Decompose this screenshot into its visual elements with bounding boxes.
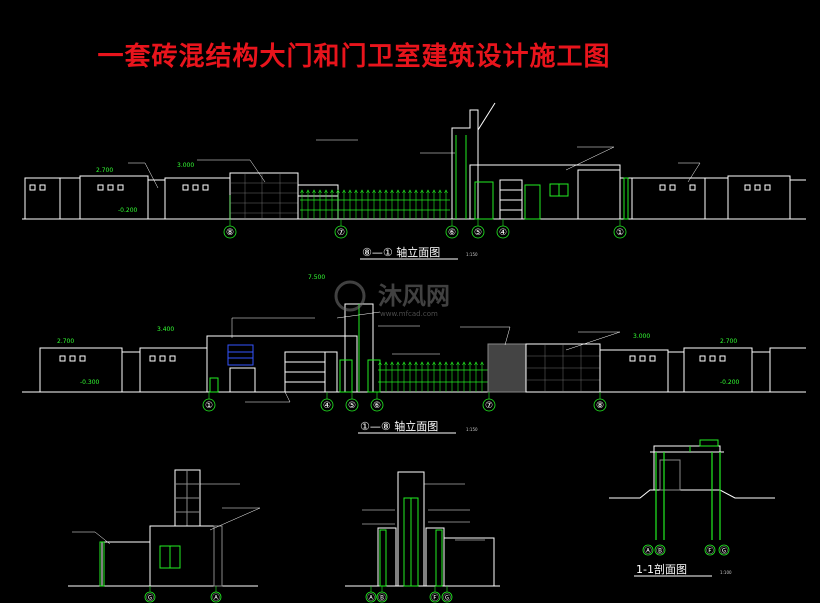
elev1-axis-label-0: ⑧ [226,228,234,238]
mid-axis-label-0: Ⓐ [367,593,375,602]
watermark: 沐风网 www.mfcad.com [334,280,450,318]
elev1-level-2: 3.000 [177,162,194,169]
elev2-axis-label-3: ⑥ [373,401,381,411]
watermark-name: 沐风网 [378,282,450,310]
left-side-elevation [68,469,261,592]
mid-axis-label-3: Ⓖ [443,593,451,602]
elev1-scale: 1:150 [466,252,478,257]
elev2-axis-circle-5 [593,398,607,412]
elev2-caption: ①—⑧ 轴立面图 [360,419,438,433]
left-axis-label-1: Ⓐ [212,593,220,602]
elev2-level-1: 7.500 [308,274,325,281]
elev1-axis-label-5: ① [616,228,624,238]
mid-axis-circle-3 [441,591,453,603]
mid-axis-label-1: Ⓑ [378,593,386,602]
elev2-axis-label-5: ⑧ [596,401,604,411]
elev1-axis-circle-3 [471,225,485,239]
elev1-axis-circle-0 [223,225,237,239]
elev1-axis-label-4: ④ [499,228,507,238]
elev1-axis-label-2: ⑥ [448,228,456,238]
elev1-level-1: 2.700 [96,167,113,174]
mid-axis-circle-1 [376,591,388,603]
mid-axis-circle-2 [429,591,441,603]
drawing-title-text: 一套砖混结构大门和门卫室建筑设计施工图 [97,42,611,72]
section-axis-bubbles: Ⓐ Ⓑ Ⓕ Ⓖ [642,544,730,556]
elev2-level-4: 3.000 [633,333,650,340]
elev1-axis-circle-4 [496,225,510,239]
elev1-axis-label-1: ⑦ [337,228,345,238]
drawing-title: 一套砖混结构大门和门卫室建筑设计施工图 [0,36,820,73]
section-axis-label-2: Ⓕ [706,546,714,555]
elev1-axis-circle-1 [334,225,348,239]
elev2-axis-label-1: ④ [323,401,331,411]
elev2-axis-label-0: ① [205,401,213,411]
elevation-2 [22,303,806,403]
left-axis-circle-0 [144,591,156,603]
elev1-axis-circle-5 [613,225,627,239]
elev2-level-2: 2.700 [57,338,74,345]
elev2-axis-label-4: ⑦ [485,401,493,411]
elev2-level-6: -0.300 [80,379,100,386]
section-axis-circle-2 [704,544,716,556]
elev1-level-3: -0.200 [118,207,138,214]
elev1-axis-circle-2 [445,225,459,239]
elev2-level-7: -0.200 [720,379,740,386]
elev2-axis-circle-3 [370,398,384,412]
elev2-axis-bubbles: ① ④ ⑤ ⑥ ⑦ ⑧ [202,398,607,412]
section-caption: 1-1剖面图 [636,562,687,576]
section-1-1 [609,439,775,540]
elev1-axis-bubbles: ⑧ ⑦ ⑥ ⑤ ④ ① [223,225,627,239]
mid-side-elevation [345,471,500,592]
left-axis-label-0: Ⓖ [146,593,154,602]
section-axis-label-0: Ⓐ [644,546,652,555]
left-axis-circle-1 [210,591,222,603]
elev1-caption: ⑧—① 轴立面图 [362,245,440,259]
elev2-axis-label-2: ⑤ [348,401,356,411]
elev2-axis-circle-0 [202,398,216,412]
elevation-1 [22,102,806,226]
elev1-axis-label-3: ⑤ [474,228,482,238]
watermark-url: www.mfcad.com [380,310,438,318]
section-scale: 1:100 [720,570,732,575]
mid-axis-circle-0 [365,591,377,603]
section-axis-label-3: Ⓖ [720,546,728,555]
section-axis-circle-3 [718,544,730,556]
mid-axis-label-2: Ⓕ [431,593,439,602]
section-axis-label-1: Ⓑ [656,546,664,555]
elev2-axis-circle-4 [482,398,496,412]
elev2-scale: 1:150 [466,427,478,432]
elev2-level-5: 2.700 [720,338,737,345]
section-axis-circle-1 [654,544,666,556]
elev2-level-3: 3.400 [157,326,174,333]
elev2-axis-circle-2 [345,398,359,412]
section-axis-circle-0 [642,544,654,556]
elev2-axis-circle-1 [320,398,334,412]
